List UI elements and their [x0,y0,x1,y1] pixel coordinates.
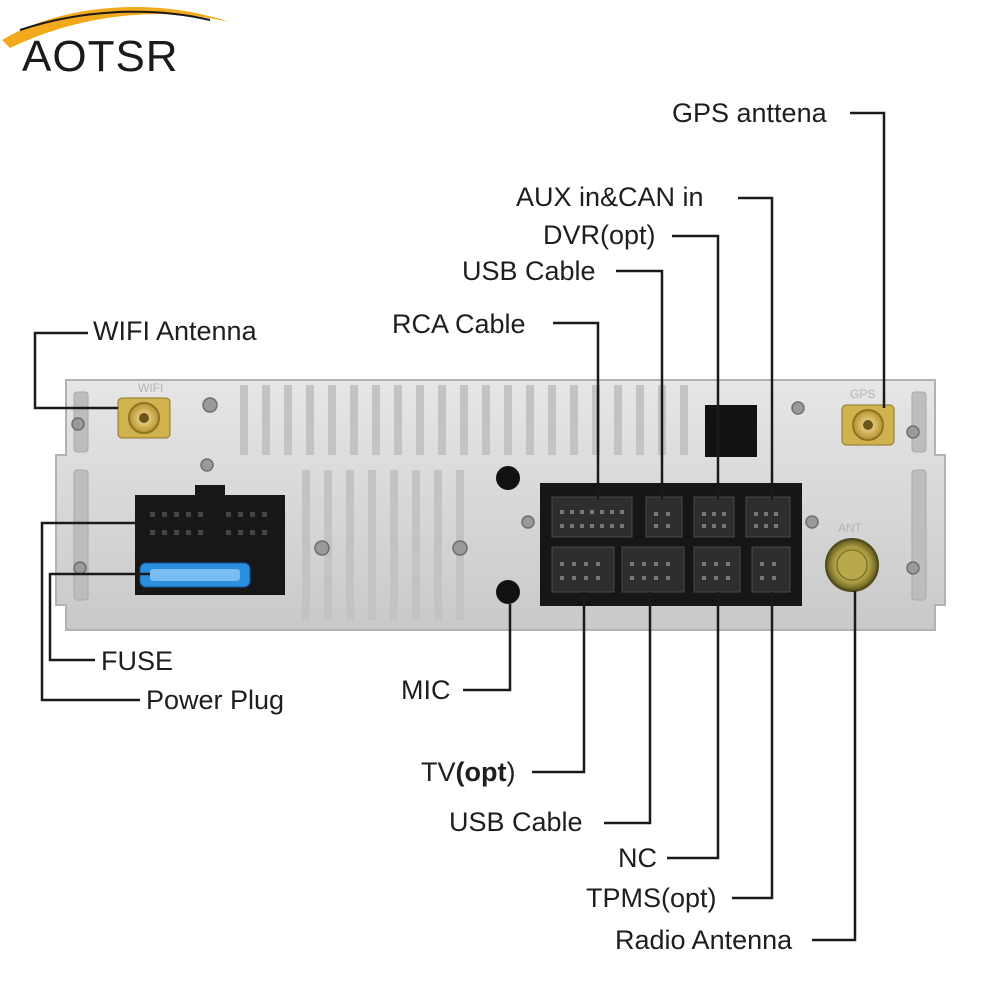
mic-jack [496,580,520,604]
fuse [139,562,251,588]
label-aux-can: AUX in&CAN in [516,182,704,212]
label-tv-opt: (opt [455,757,507,787]
label-rca-cable: RCA Cable [392,309,526,339]
label-usb-cable-bottom: USB Cable [449,807,583,837]
swoosh-shape [2,7,230,48]
screws [71,397,920,575]
label-tv: TV(opt) [421,759,515,786]
wifi-antenna-connector [117,397,171,439]
label-tv-close: ) [506,757,516,787]
label-usb-cable-top: USB Cable [462,256,596,286]
gps-antenna-connector [841,404,895,446]
label-mic: MIC [401,675,451,705]
label-nc: NC [618,843,657,873]
silk-wifi: WIFI [138,381,163,395]
brand-swoosh-icon [2,7,230,48]
brand-name: AOTSR [22,32,179,81]
label-dvr: DVR(opt) [543,220,656,250]
label-fuse: FUSE [101,646,174,676]
swoosh-line [19,10,211,31]
vent-block [705,405,757,457]
leader-lines [33,111,886,942]
label-gps-antenna: GPS anttena [672,98,827,128]
silk-ant: ANT [838,521,863,535]
silk-gps: GPS [850,387,875,401]
label-power-plug: Power Plug [146,685,285,715]
label-radio-antenna: Radio Antenna [615,925,793,955]
multi-connector-block [540,483,802,606]
upper-hole [496,466,520,490]
radio-antenna-connector [825,538,879,592]
label-tv-main: TV [421,757,456,787]
label-wifi-antenna: WIFI Antenna [93,316,257,346]
label-tpms: TPMS(opt) [586,883,717,913]
